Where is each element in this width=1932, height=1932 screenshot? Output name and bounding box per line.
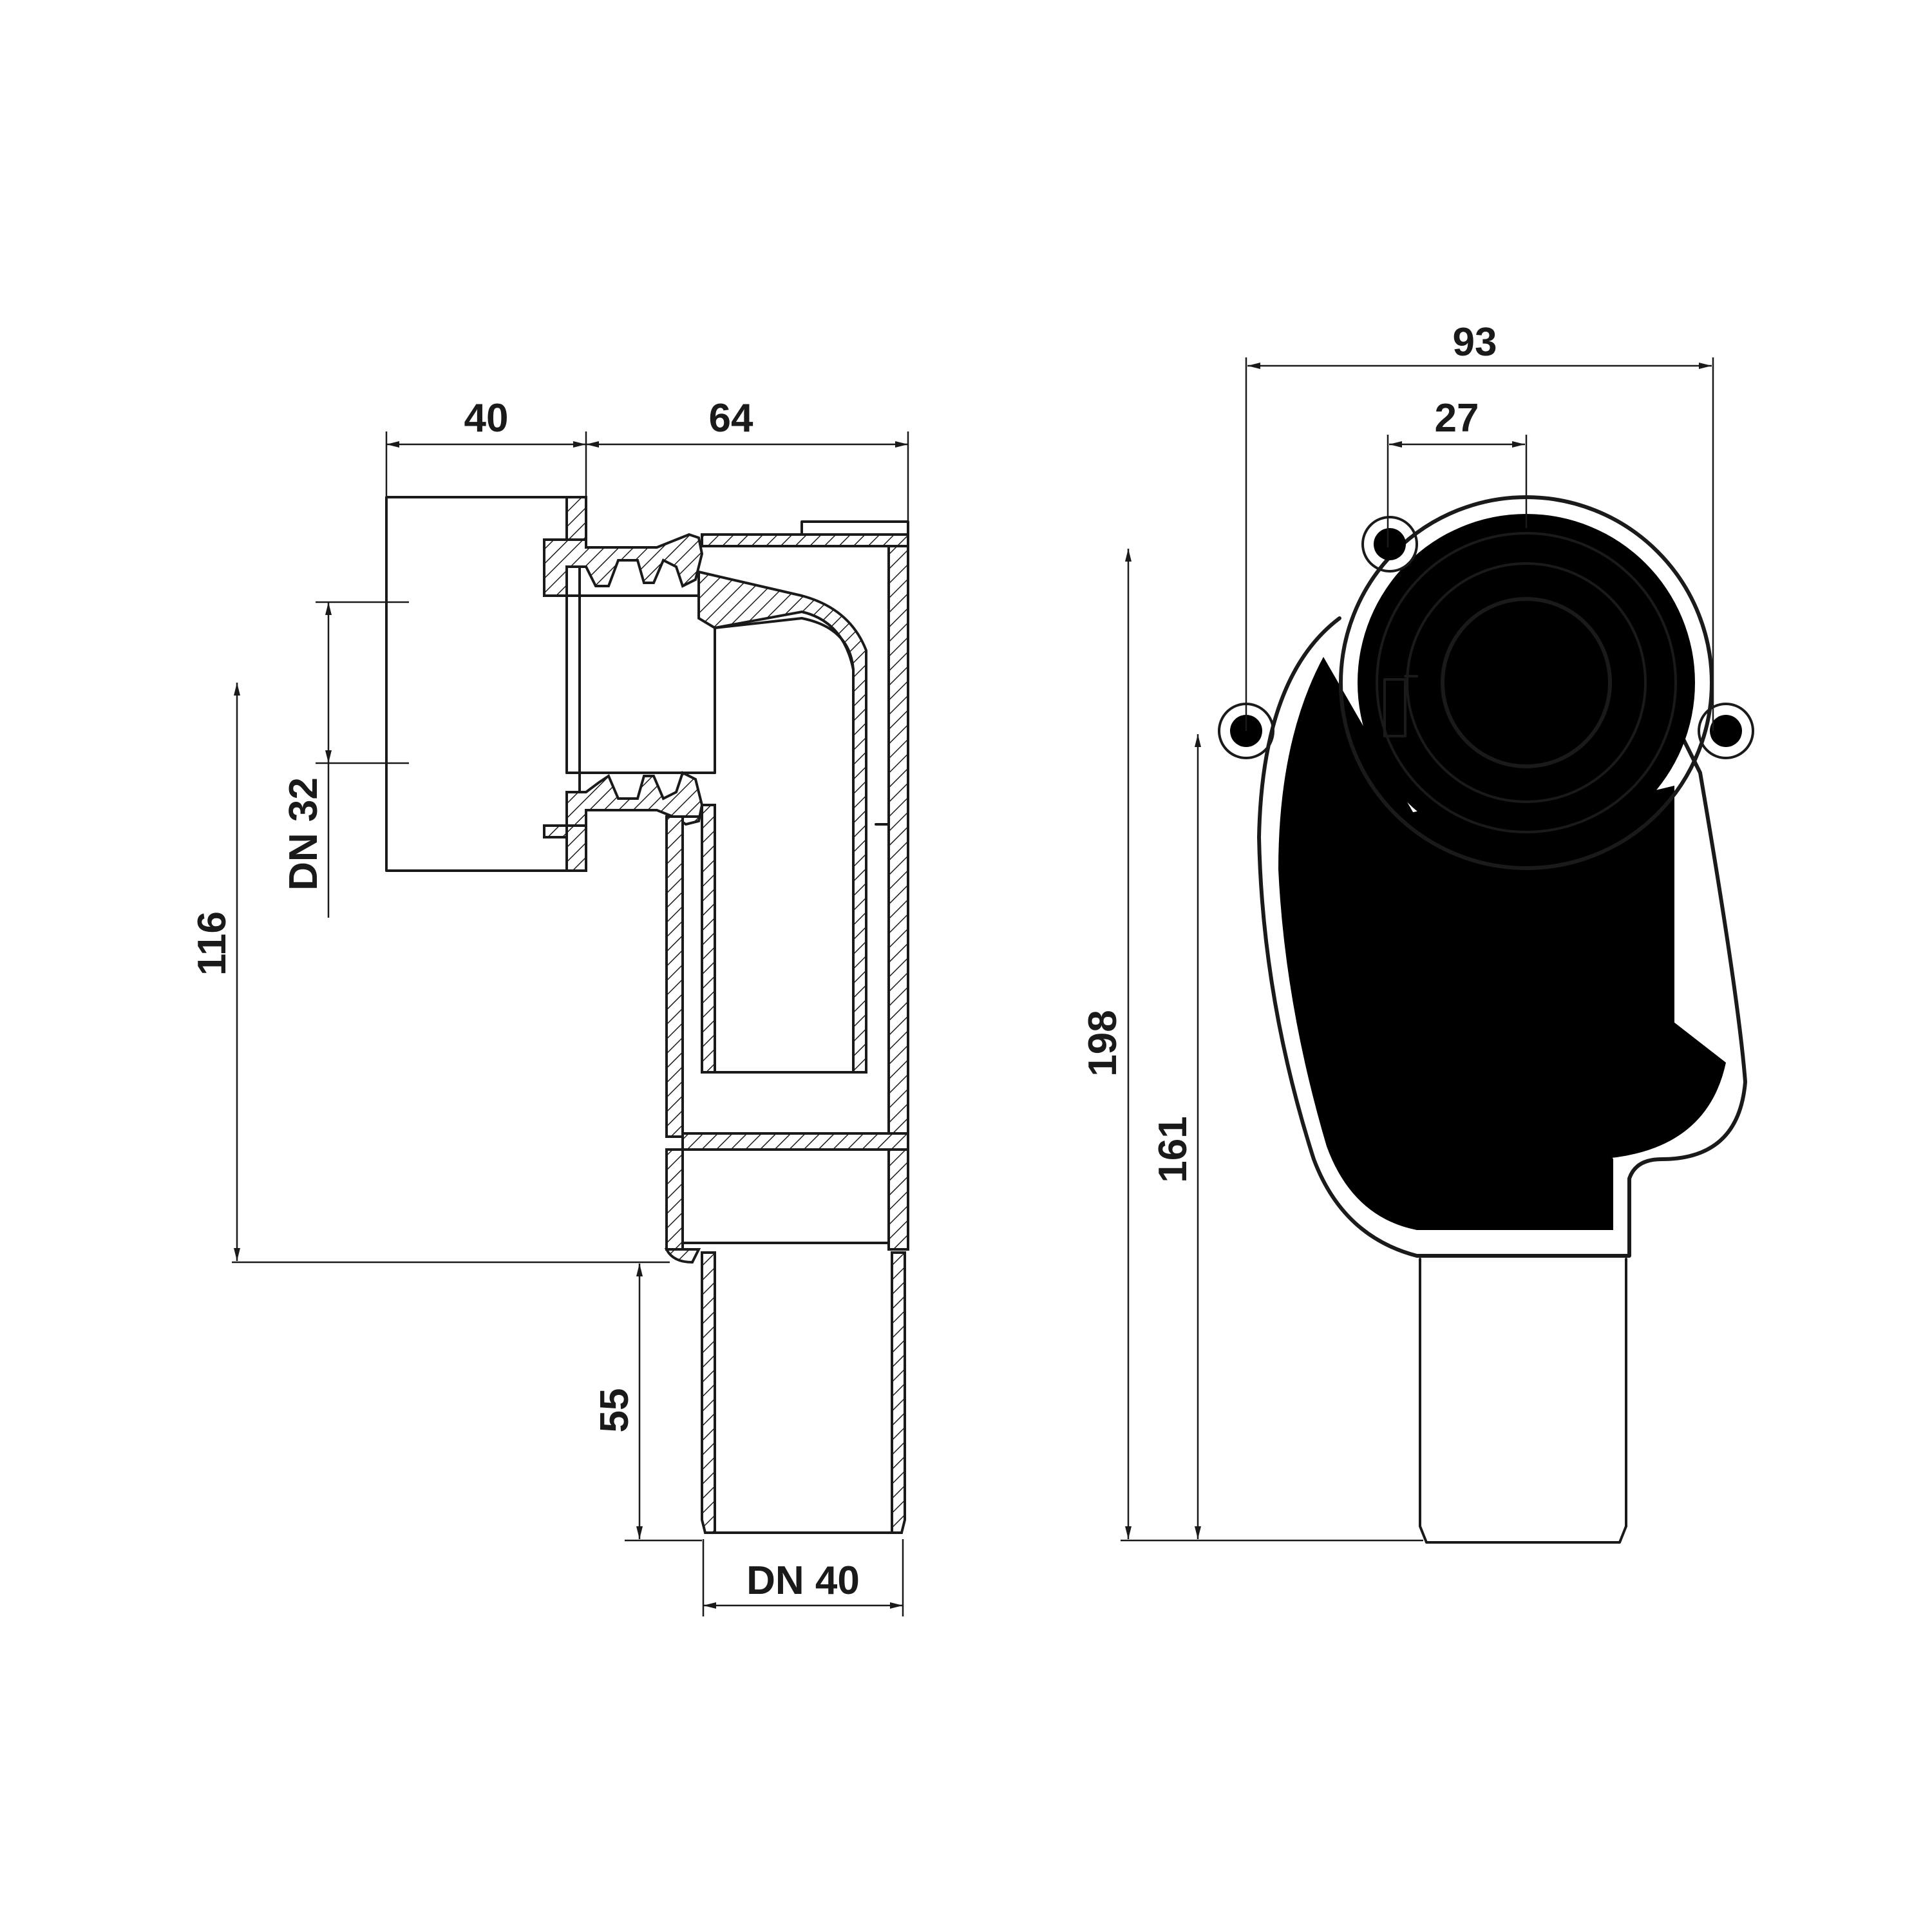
siphon-body-outline bbox=[1257, 616, 1747, 1258]
tail-wall-right bbox=[891, 1251, 906, 1534]
dim-198: 198 bbox=[1081, 1010, 1125, 1076]
fixing-lug-right bbox=[1698, 703, 1754, 759]
body-wall-right bbox=[887, 545, 909, 1251]
section-dimensions: 40 64 DN 32 116 55 DN 40 bbox=[190, 396, 909, 1616]
dim-dn40: DN 40 bbox=[746, 1558, 860, 1603]
socket-wall-bottom bbox=[565, 820, 587, 872]
lower-left-wall bbox=[665, 1148, 684, 1251]
dim-116: 116 bbox=[190, 911, 234, 976]
front-outlet-tail bbox=[1419, 1258, 1627, 1544]
socket-wall-top bbox=[565, 496, 587, 545]
inlet-socket bbox=[385, 496, 581, 872]
connector-band bbox=[681, 1132, 909, 1151]
nut-upper bbox=[543, 533, 704, 597]
dim-93: 93 bbox=[1453, 320, 1497, 365]
chamber-left-wall bbox=[665, 815, 684, 1138]
front-dimensions: 93 27 198 161 bbox=[1081, 320, 1714, 1542]
dim-40: 40 bbox=[464, 396, 509, 440]
inlet-bore bbox=[1441, 597, 1612, 768]
dim-55: 55 bbox=[592, 1388, 637, 1433]
dim-161: 161 bbox=[1151, 1116, 1195, 1182]
dim-64: 64 bbox=[709, 396, 753, 440]
nut-wing bbox=[1383, 678, 1406, 737]
dip-tube-left-wall bbox=[701, 804, 716, 1074]
body-top-cap bbox=[800, 520, 909, 536]
nut-ring bbox=[1376, 532, 1677, 833]
body-wall-top bbox=[701, 533, 909, 547]
dip-tube-elbow bbox=[697, 570, 867, 1074]
inner-ring bbox=[1406, 562, 1647, 803]
dim-dn32: DN 32 bbox=[281, 777, 326, 891]
fixing-lug-top bbox=[1361, 516, 1418, 573]
section-view bbox=[385, 496, 909, 1534]
tail-wall-left bbox=[701, 1251, 716, 1534]
front-view bbox=[1218, 495, 1754, 1544]
dim-27: 27 bbox=[1435, 396, 1479, 440]
